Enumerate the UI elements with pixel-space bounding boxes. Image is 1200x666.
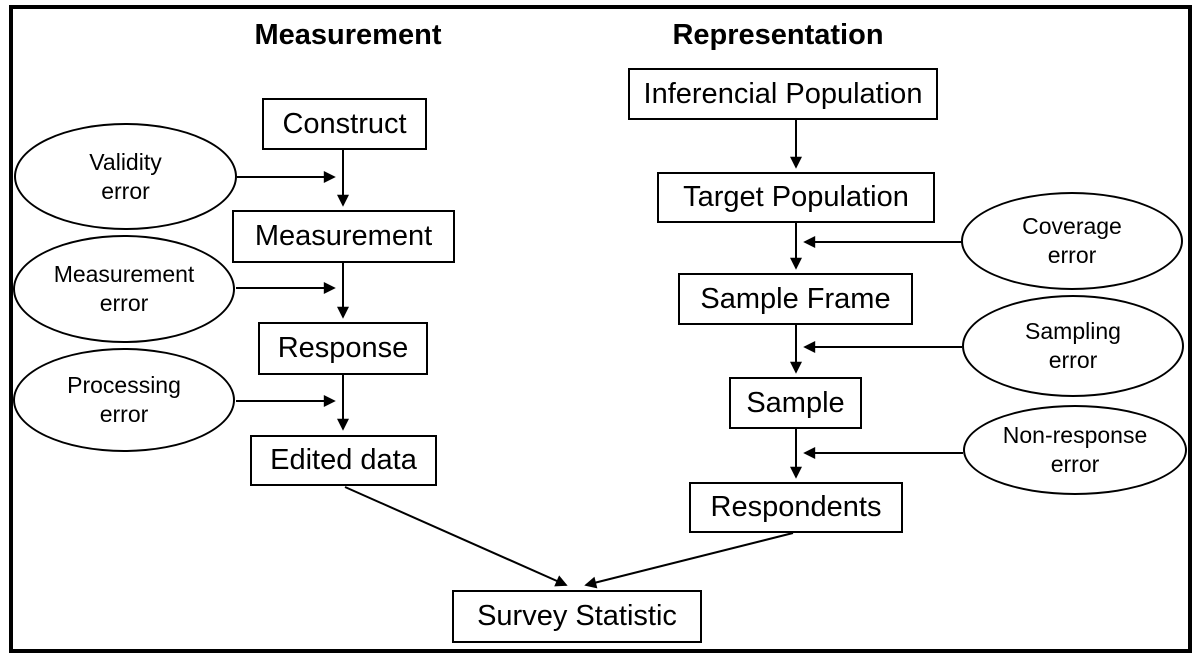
error-ellipse-processing-line1: Processing xyxy=(67,372,181,398)
flow-box-response: Response xyxy=(258,322,428,375)
error-ellipse-measurement-line2: error xyxy=(99,290,149,316)
error-ellipse-non-response-line1: Non-response xyxy=(1002,422,1148,448)
flow-box-construct: Construct xyxy=(262,98,427,150)
diagram-border-frame xyxy=(9,5,1192,653)
flow-box-target-population: Target Population xyxy=(657,172,935,223)
arrow-edited-data-to-survey-statistic xyxy=(344,486,568,587)
column-title-representation: Representation xyxy=(672,19,884,51)
error-ellipse-validity-line1: Validity xyxy=(89,148,162,175)
flow-box-inferencial-population: Inferencial Population xyxy=(628,68,938,120)
flow-box-survey-statistic: Survey Statistic xyxy=(452,590,702,643)
error-ellipse-coverage: Coverage error xyxy=(961,192,1183,290)
flow-box-sample: Sample xyxy=(729,377,862,429)
error-ellipse-coverage-line1: Coverage xyxy=(1022,213,1122,239)
arrow-respondents-to-survey-statistic xyxy=(584,532,794,589)
error-ellipse-sampling-line1: Sampling xyxy=(1025,318,1121,344)
flow-box-respondents: Respondents xyxy=(689,482,903,533)
error-ellipse-measurement: Measurement error xyxy=(13,235,235,343)
error-ellipse-validity-line2: error xyxy=(101,177,150,204)
column-title-measurement: Measurement xyxy=(254,19,442,51)
error-ellipse-sampling: Sampling error xyxy=(962,295,1184,397)
error-ellipse-coverage-line2: error xyxy=(1047,242,1097,268)
flow-box-measurement: Measurement xyxy=(232,210,455,263)
error-ellipse-sampling-line2: error xyxy=(1048,347,1098,373)
error-ellipse-non-response: Non-response error xyxy=(963,405,1187,495)
flow-box-sample-frame: Sample Frame xyxy=(678,273,913,325)
error-ellipse-processing-line2: error xyxy=(99,401,149,427)
error-ellipse-measurement-line1: Measurement xyxy=(53,261,195,287)
error-ellipse-non-response-line2: error xyxy=(1050,451,1100,477)
error-ellipse-processing: Processing error xyxy=(13,348,235,452)
error-ellipse-validity: Validity error xyxy=(14,123,237,230)
flow-box-edited-data: Edited data xyxy=(250,435,437,486)
